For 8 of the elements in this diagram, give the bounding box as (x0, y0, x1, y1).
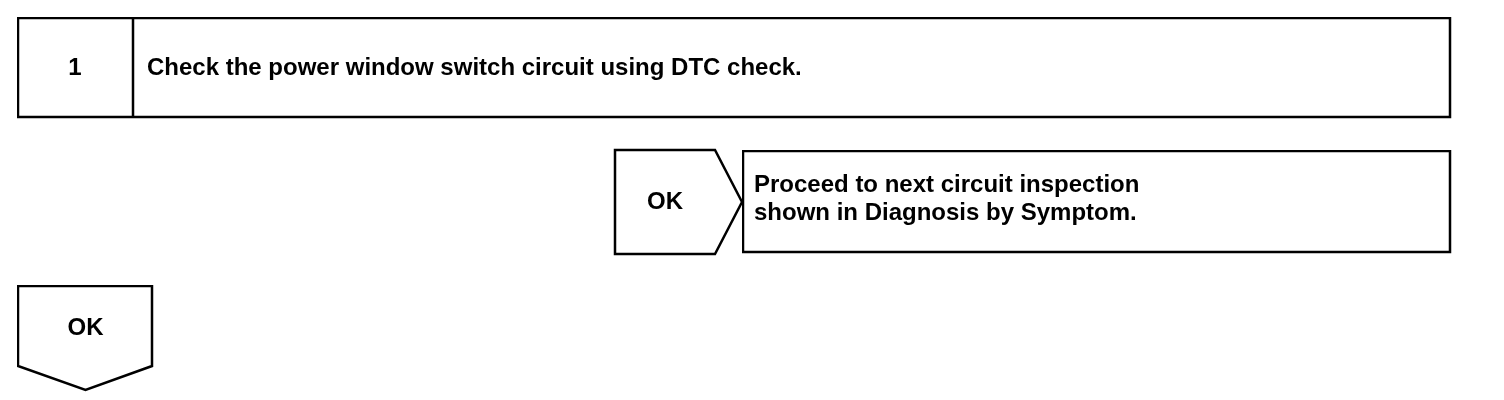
step-instruction: Check the power window switch circuit using DTC check. (147, 53, 803, 81)
result-instruction: Proceed to next circuit inspection shown in Diagnosis by Symptom. (754, 170, 1141, 226)
ok-arrow (17, 285, 154, 392)
edge-label: OK (646, 187, 684, 215)
step-box (17, 17, 1452, 119)
ok-arrow (613, 148, 744, 256)
step-number: 1 (67, 53, 83, 81)
result-label: OK (66, 313, 105, 341)
